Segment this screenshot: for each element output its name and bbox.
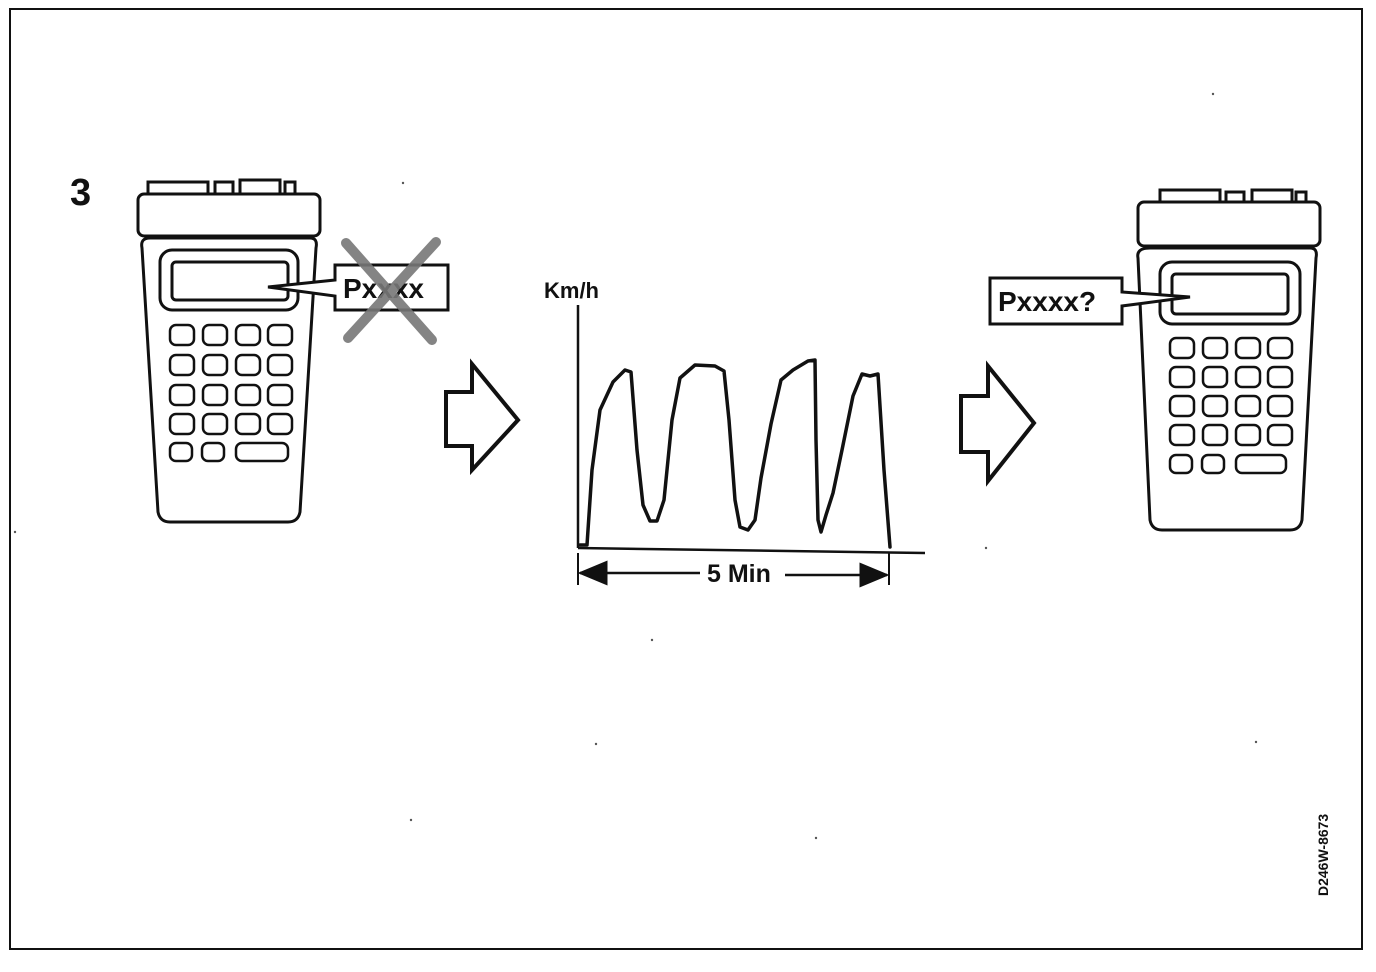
process-arrow-icon [444, 358, 521, 476]
process-arrow-icon [959, 360, 1037, 487]
connector-block [1136, 200, 1322, 248]
right-bubble-text: Pxxxx? [998, 286, 1096, 317]
left-speech-bubble: Pxxxx [267, 237, 450, 345]
speed-graph [576, 305, 926, 588]
cross-out-icon [341, 237, 441, 345]
keypad [1168, 336, 1294, 475]
connector-block [136, 192, 322, 238]
display-screen [1170, 272, 1290, 316]
step-number: 3 [70, 172, 92, 214]
right-speech-bubble: Pxxxx? [988, 276, 1191, 326]
speed-curve [578, 358, 892, 549]
keypad [168, 323, 294, 463]
graph-duration-label: 5 Min [703, 560, 775, 589]
handheld-tester-right [1136, 188, 1322, 532]
scan-speckles [13, 92, 1258, 840]
graph-y-label: Km/h [544, 278, 599, 303]
x-axis [577, 546, 926, 555]
handheld-tester-left [136, 178, 322, 524]
figure-frame [9, 8, 1363, 950]
document-code: D246W-8673 [1315, 813, 1331, 896]
display-screen [170, 260, 290, 302]
